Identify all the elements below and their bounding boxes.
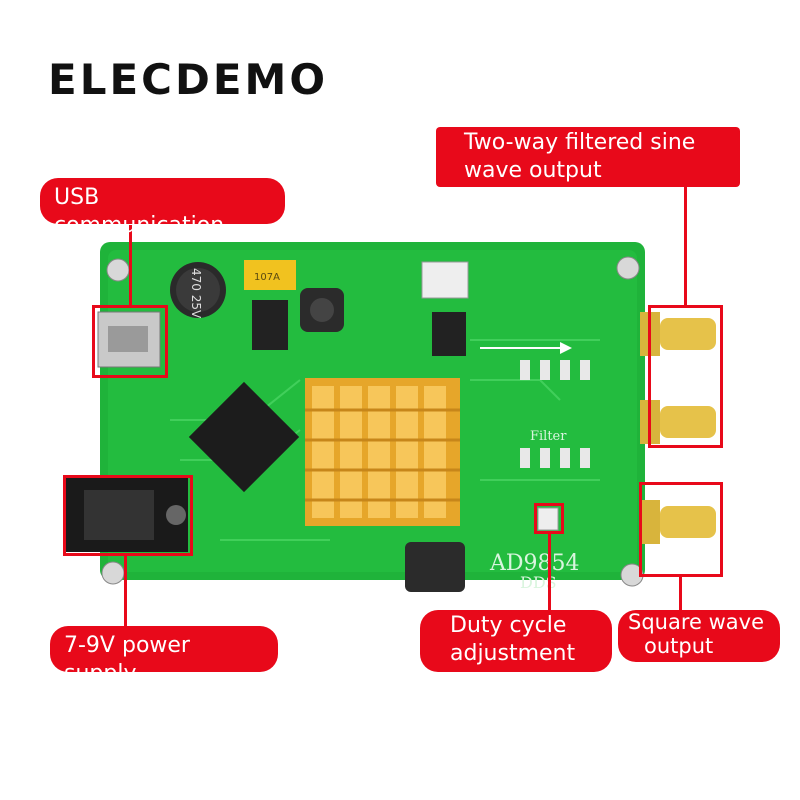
tantalum-text: 107A [254,272,280,283]
duty-callout: Duty cycle adjustment [420,610,612,672]
chip-sublabel: DDS [520,573,557,592]
sine-output-highlight-frame [648,305,723,448]
usb-leader-line [129,225,132,305]
brand-title: ELECDEMO [48,55,329,104]
sine-leader-line [684,186,687,305]
square-output-callout: Square wave output [618,610,780,662]
sine-callout-line1: Two-way filtered sine [464,130,696,155]
sine-output-callout: Two-way filtered sine wave output [436,127,740,187]
power-callout-text: 7-9V power supply [64,633,190,686]
filter-label: Filter [530,429,567,444]
usb-callout-text: USB communication [54,185,225,238]
power-leader-line [124,556,127,626]
duty-cycle-potentiometer [537,507,559,531]
tantalum-capacitor [244,260,296,290]
heatsink [305,378,460,526]
chip-label: AD9854 [489,551,580,576]
square-output-highlight-frame [639,482,723,577]
duty-leader-line [548,534,551,612]
square-leader-line [679,577,682,613]
usb-highlight-frame [92,305,168,378]
power-highlight-frame [63,475,193,556]
square-callout-line2: output [644,634,714,658]
crystal-oscillator [421,261,469,299]
sine-callout-line2: wave output [464,158,602,183]
usb-callout: USB communication [40,178,285,238]
duty-callout-line2: adjustment [450,641,576,666]
duty-highlight-frame [534,503,564,534]
mounting-screws [101,256,644,587]
filter-components [520,360,590,468]
square-callout-line1: Square wave [628,610,764,634]
duty-callout-line1: Duty cycle [450,613,567,638]
power-callout: 7-9V power supply [50,626,278,686]
capacitor-text: 470 25V [189,268,203,319]
